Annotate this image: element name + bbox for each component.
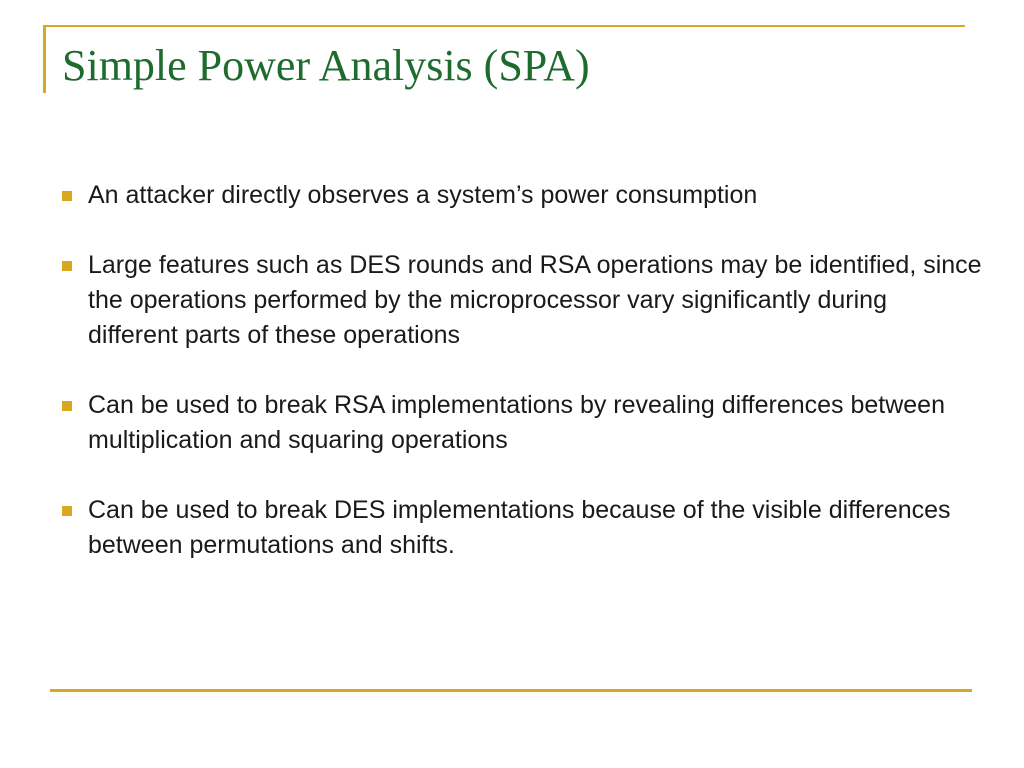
frame-top-accent-line — [43, 25, 965, 27]
square-bullet-icon — [62, 191, 72, 201]
square-bullet-icon — [62, 401, 72, 411]
bullet-text: Can be used to break DES implementations… — [88, 496, 951, 559]
bullet-item: Large features such as DES rounds and RS… — [62, 248, 982, 353]
bullet-item: An attacker directly observes a system’s… — [62, 178, 982, 213]
frame-bottom-accent-line — [50, 689, 972, 692]
bullet-text: Large features such as DES rounds and RS… — [88, 251, 982, 349]
bullet-item: Can be used to break RSA implementations… — [62, 388, 982, 458]
slide-title: Simple Power Analysis (SPA) — [62, 41, 590, 90]
frame-left-accent-line — [43, 25, 46, 93]
bullet-text: An attacker directly observes a system’s… — [88, 181, 758, 209]
square-bullet-icon — [62, 261, 72, 271]
bullet-list: An attacker directly observes a system’s… — [62, 178, 982, 598]
square-bullet-icon — [62, 506, 72, 516]
bullet-item: Can be used to break DES implementations… — [62, 493, 982, 563]
bullet-text: Can be used to break RSA implementations… — [88, 391, 945, 454]
